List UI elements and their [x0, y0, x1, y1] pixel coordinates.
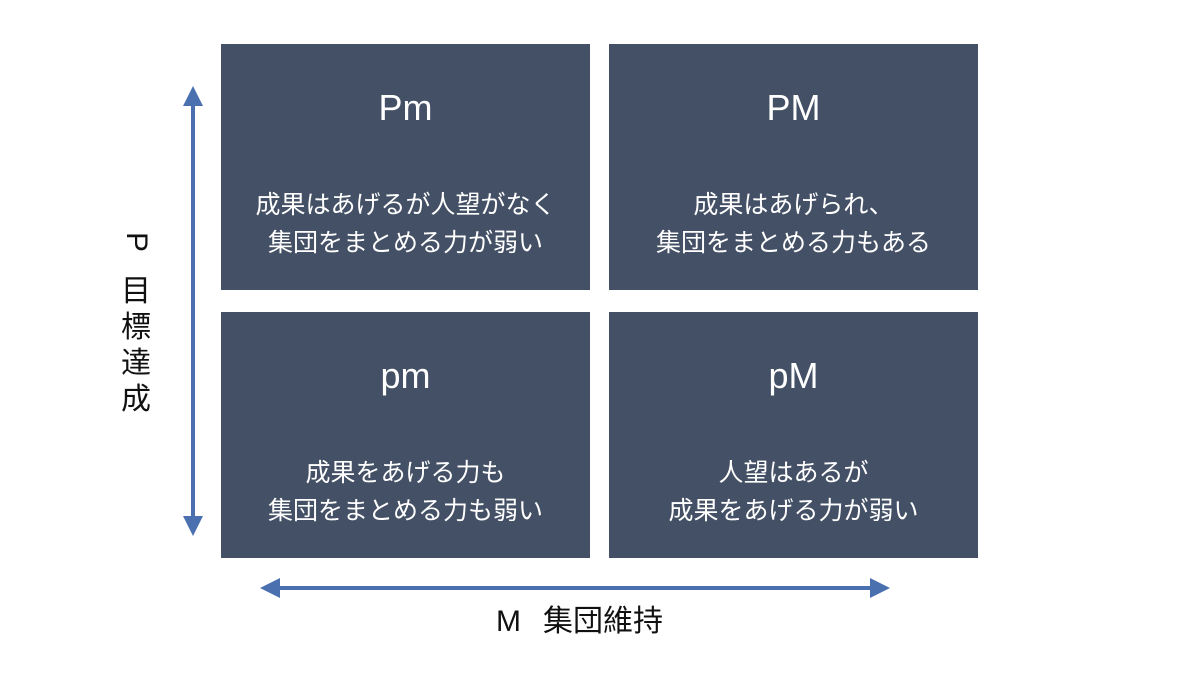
quadrant-description-line: 人望はあるが	[718, 458, 869, 487]
quadrant-bottom-right: pM 人望はあるが 成果をあげる力が弱い	[609, 312, 978, 558]
y-axis-letter: P	[120, 231, 153, 252]
quadrant-top-left: Pm 成果はあげるが人望がなく 集団をまとめる力が弱い	[221, 44, 590, 290]
quadrant-description: 成果はあげるが人望がなく 集団をまとめる力が弱い	[221, 186, 590, 262]
quadrant-bottom-left: pm 成果をあげる力も 集団をまとめる力も弱い	[221, 312, 590, 558]
quadrant-description: 成果はあげられ、 集団をまとめる力もある	[609, 186, 978, 262]
quadrant-description-line: 集団をまとめる力が弱い	[267, 228, 543, 257]
quadrant-description: 人望はあるが 成果をあげる力が弱い	[609, 454, 978, 530]
quadrant-description-line: 集団をまとめる力も弱い	[267, 496, 543, 525]
quadrant-code: pM	[768, 355, 819, 396]
quadrant-description-line: 成果をあげる力が弱い	[668, 496, 919, 525]
quadrant-code: pm	[380, 355, 431, 396]
x-axis-text: 集団維持	[543, 604, 663, 639]
quadrant-code: PM	[766, 87, 821, 128]
quadrant-description-line: 成果はあげられ、	[693, 190, 894, 219]
x-axis-letter: M	[496, 605, 521, 638]
quadrant-code: Pm	[378, 87, 433, 128]
y-axis-char: 目	[121, 274, 151, 309]
y-axis-label: P 目 標 達 成	[116, 224, 156, 418]
y-axis-char: 標	[121, 310, 151, 345]
y-axis-char: 成	[121, 382, 151, 417]
quadrant-description-line: 成果はあげるが人望がなく	[255, 190, 556, 219]
x-axis-label: M 集団維持	[496, 602, 663, 642]
quadrant-description-line: 成果をあげる力も	[305, 458, 506, 487]
y-axis-char: 達	[121, 346, 151, 381]
quadrant-description: 成果をあげる力も 集団をまとめる力も弱い	[221, 454, 590, 530]
quadrant-top-right: PM 成果はあげられ、 集団をまとめる力もある	[609, 44, 978, 290]
quadrant-description-line: 集団をまとめる力もある	[655, 228, 931, 257]
